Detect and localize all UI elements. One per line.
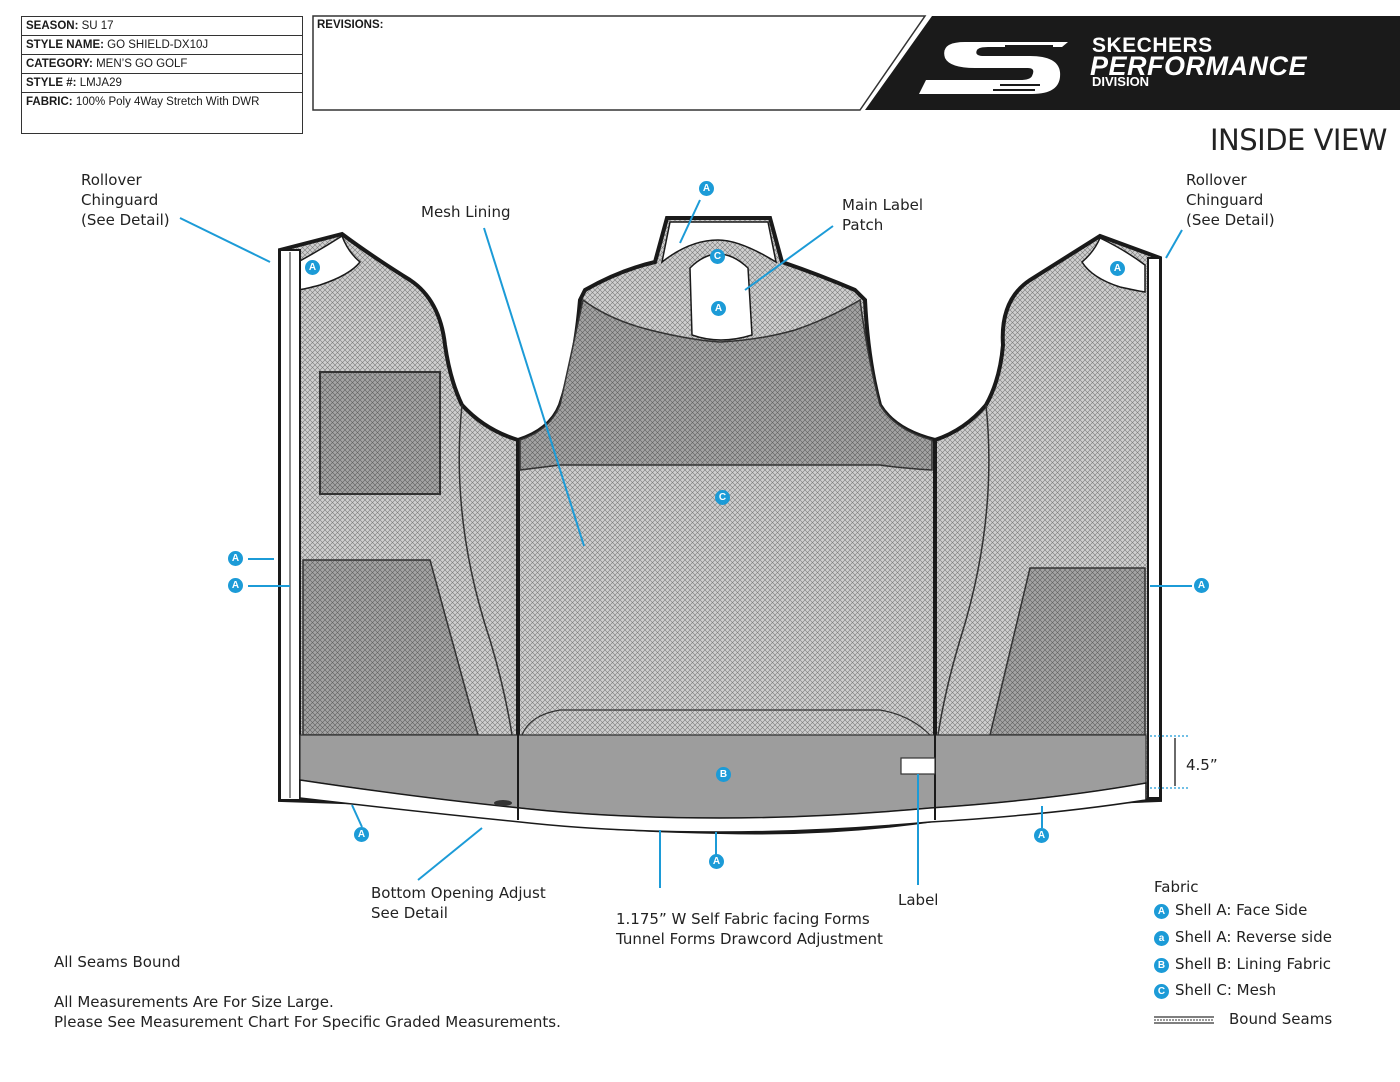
note-measurements: All Measurements Are For Size Large.Plea… [54, 993, 561, 1031]
left-side-seam [458, 404, 513, 736]
badge-shell-a-right: A [1194, 578, 1209, 593]
note-seams: All Seams Bound [54, 953, 181, 971]
callout-leaders [179, 199, 1192, 888]
logo-division: DIVISION [1092, 74, 1150, 89]
revisions-label: REVISIONS: [317, 19, 384, 31]
spec-season: SEASON: SU 17 [21, 16, 303, 36]
logo-brand: SKECHERS [1092, 34, 1213, 57]
left-chest-pocket [319, 371, 441, 495]
right-zipper-facing [1147, 257, 1161, 799]
badge-shell-a-left-2: A [228, 578, 243, 593]
badge-shell-b-lining: B [716, 767, 731, 782]
badge-shell-a-hem-center: A [709, 854, 724, 869]
bound-seams-swatch [1154, 1016, 1214, 1024]
badge-shell-a-back-collar: A [699, 181, 714, 196]
badge-shell-a-label: A [711, 301, 726, 316]
spec-category: CATEGORY: MEN’S GO GOLF [21, 54, 303, 74]
logo-performance: PERFORMANCE [1090, 51, 1308, 81]
main-label-patch [689, 253, 753, 341]
badge-shell-c-label: C [710, 249, 725, 264]
spec-style-no: STYLE #: LMJA29 [21, 73, 303, 93]
back-collar [660, 221, 778, 264]
back-hem-seam [521, 709, 931, 736]
drawcord-toggle [494, 800, 512, 806]
legend-bound-seams: Bound Seams [1229, 1010, 1333, 1028]
badge-shell-c-mesh: C [715, 490, 730, 505]
back-yoke [519, 298, 933, 471]
spec-style-name: STYLE NAME: GO SHIELD-DX10J [21, 35, 303, 55]
badge-shell-a-left-1: A [228, 551, 243, 566]
view-title: INSIDE VIEW [1210, 123, 1387, 157]
badge-shell-a-left-collar: A [305, 260, 320, 275]
spec-fabric: FABRIC: 100% Poly 4Way Stretch With DWR [26, 96, 260, 108]
left-collar [297, 234, 362, 291]
callout-label: Label [898, 891, 939, 909]
hem-label-tag [900, 757, 936, 775]
legend-title: Fabric [1154, 878, 1199, 896]
right-side-seam [937, 404, 990, 736]
badge-shell-a-hem-right: A [1034, 828, 1049, 843]
spec-table: SEASON: SU 17 STYLE NAME: GO SHIELD-DX10… [21, 16, 303, 134]
badge-shell-a-right-collar: A [1110, 261, 1125, 276]
callout-mesh-lining: Mesh Lining [421, 203, 511, 221]
badge-shell-a-hem-left: A [354, 827, 369, 842]
measurement-value: 4.5” [1186, 756, 1218, 774]
